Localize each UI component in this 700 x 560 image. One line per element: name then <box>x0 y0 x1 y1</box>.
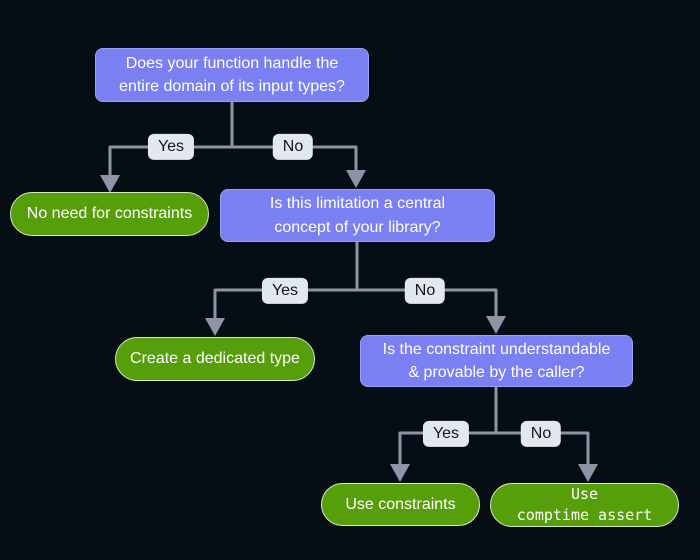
arrow-down-icon <box>486 316 506 334</box>
edge-label-no: No <box>272 133 314 161</box>
result-node-dedicated-type: Create a dedicated type <box>115 337 315 381</box>
arrow-down-icon <box>346 170 366 188</box>
result-node-use-constraints: Use constraints <box>321 483 480 526</box>
edge-label-no: No <box>404 277 446 305</box>
edge-label-yes: Yes <box>147 133 195 161</box>
arrow-down-icon <box>205 318 225 336</box>
arrow-down-icon <box>390 464 410 482</box>
edge-label-yes: Yes <box>261 277 309 305</box>
decision-node-central-concept: Is this limitation a central concept of … <box>220 189 495 242</box>
decision-node-input-domain: Does your function handle the entire dom… <box>95 48 369 102</box>
arrow-down-icon <box>578 464 598 482</box>
result-node-no-constraints-needed: No need for constraints <box>10 192 209 236</box>
decision-node-constraint-provable: Is the constraint understandable & prova… <box>360 335 633 387</box>
result-node-use-comptime-assert: Use comptime assert <box>490 483 679 527</box>
edge-label-no: No <box>520 420 562 448</box>
arrow-down-icon <box>100 175 120 193</box>
edge-label-yes: Yes <box>422 420 470 448</box>
